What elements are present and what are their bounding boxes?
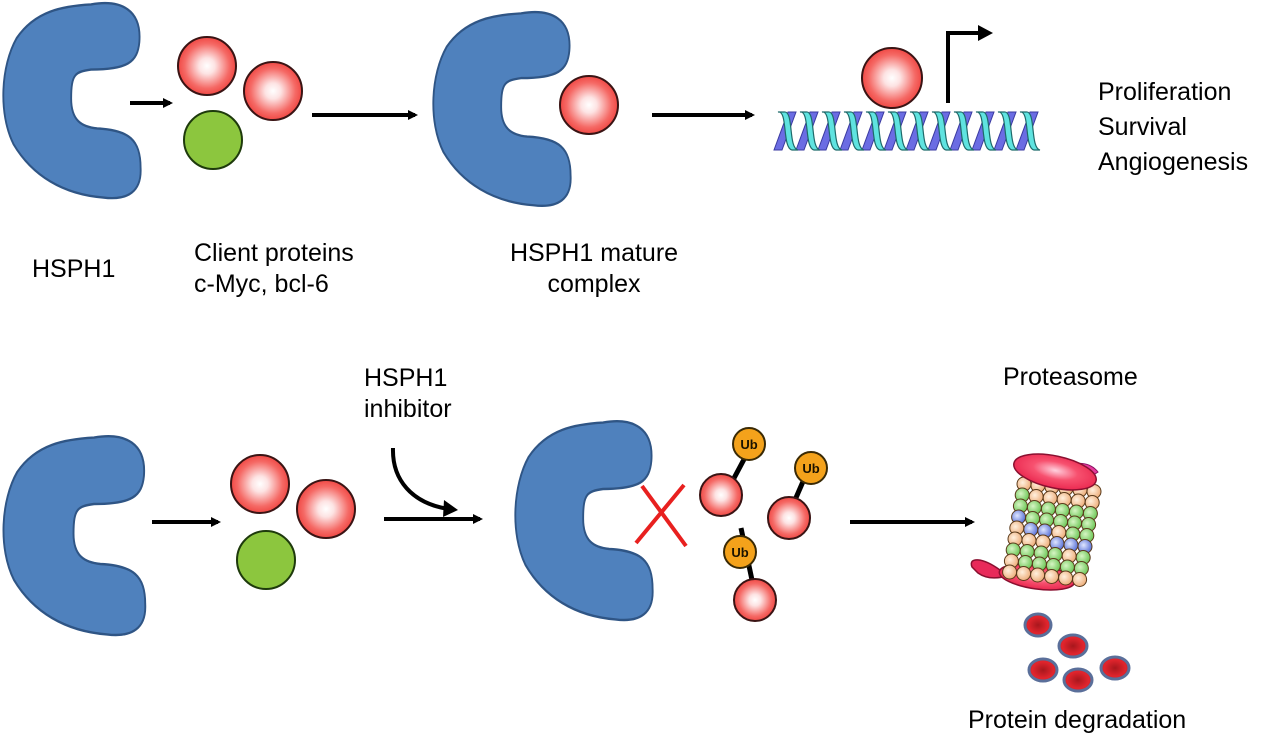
client-protein-red-icon (243, 61, 303, 121)
ubiquitin-tag-label: Ub (740, 437, 757, 452)
dna-front-strand-segment (931, 111, 953, 151)
peptide-fragment-icon (1027, 657, 1059, 683)
dna-front-strand-segment (1019, 111, 1041, 151)
client-protein-red-icon (733, 578, 777, 622)
outcome-angiogenesis: Angiogenesis (1098, 148, 1249, 176)
client-protein-red-icon (296, 479, 356, 539)
proteasome-icon (970, 453, 1102, 591)
ubiquitinated-protein-2: Ub (767, 451, 828, 540)
dna-front-strand-segment (997, 111, 1019, 151)
transcription-start-arrow-icon (946, 31, 982, 103)
client-protein-red-icon (177, 36, 237, 96)
mature-complex-label-line1: HSPH1 mature (509, 239, 679, 267)
inhibitor-label-line2: inhibitor (364, 395, 452, 423)
dna-front-strand-segment (975, 111, 997, 151)
inhibitor-arrowhead-icon (443, 500, 458, 517)
client-protein-red-icon (699, 473, 743, 517)
degraded-protein-fragments (1023, 612, 1131, 693)
client-protein-red-icon (230, 454, 290, 514)
hsph1-label: HSPH1 (32, 255, 116, 283)
proteasome-subunit-bead (1016, 566, 1032, 581)
inhibitor-label-line1: HSPH1 (364, 364, 448, 392)
mature-complex-label-line2: complex (547, 270, 641, 298)
inhibited-hsph1-icon (514, 420, 654, 622)
client-protein-red-icon (767, 496, 811, 540)
dna-front-strand-segment (843, 111, 865, 151)
client-protein-green-icon (236, 530, 296, 590)
client-protein-green-icon (183, 110, 243, 170)
inhibitor-label: HSPH1 inhibitor (364, 363, 452, 425)
bound-client-protein-icon (559, 75, 619, 135)
client-proteins-label: Client proteins c-Myc, bcl-6 (194, 238, 354, 300)
client-proteins-group (177, 36, 303, 170)
dna-helix-icon (773, 111, 1041, 151)
hsph1-chaperone-icon (2, 1, 142, 200)
dna-front-strand-segment (865, 111, 887, 151)
hsph1-mature-complex-icon (432, 10, 572, 207)
proteasome-subunit-bead (1030, 567, 1046, 583)
ubiquitinated-protein-3: Ub (723, 527, 777, 622)
dna-front-strand-segment (777, 111, 799, 151)
ubiquitin-tag-label: Ub (731, 545, 748, 560)
inhibition-x-icon (634, 483, 688, 548)
proteasome-subunit-bead (1072, 572, 1088, 587)
client-proteins-label-line1: Client proteins (194, 239, 354, 267)
transcription-start-arrowhead-icon (978, 25, 993, 41)
mature-complex-label: HSPH1 mature complex (484, 238, 704, 300)
ubiquitin-tag-label: Ub (802, 461, 819, 476)
outcome-survival: Survival (1098, 113, 1187, 141)
proteasome-subunit-bead (1044, 569, 1060, 584)
dna-front-strand-segment (887, 111, 909, 151)
dna-front-strand-segment (953, 111, 975, 151)
transcription-factor-icon (861, 47, 923, 109)
client-proteins-label-line2: c-Myc, bcl-6 (194, 270, 329, 298)
ubiquitin-tag-icon (723, 535, 757, 569)
ubiquitinated-protein-1: Ub (699, 427, 766, 517)
dna-front-strand-segment (909, 111, 931, 151)
hsph1-chaperone-icon (2, 435, 147, 637)
cellular-outcomes-label: Proliferation Survival Angiogenesis (1098, 75, 1248, 180)
dna-front-strand-segment (821, 111, 843, 151)
peptide-fragment-icon (1057, 633, 1089, 659)
ubiquitin-tag-icon (732, 427, 766, 461)
proteasome-subunit-bead (1002, 564, 1018, 580)
client-proteins-group (230, 454, 356, 590)
dna-front-strand-segment (799, 111, 821, 151)
outcome-proliferation: Proliferation (1098, 78, 1232, 106)
inhibitor-curved-arrow-icon (390, 447, 449, 511)
bottom-pathway: Ub Ub Ub (2, 420, 1131, 693)
proteasome-label: Proteasome (1003, 363, 1138, 391)
protein-degradation-label: Protein degradation (968, 706, 1187, 734)
peptide-fragment-icon (1062, 667, 1094, 693)
peptide-fragment-icon (1023, 612, 1053, 638)
peptide-fragment-icon (1099, 655, 1131, 681)
top-pathway (2, 1, 1041, 207)
proteasome-subunit-bead (1058, 570, 1074, 586)
ubiquitin-tag-icon (794, 451, 828, 485)
